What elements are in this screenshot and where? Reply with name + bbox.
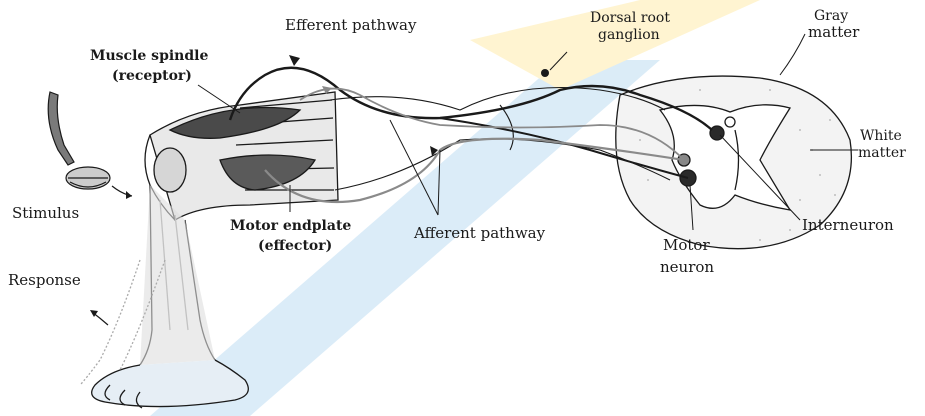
muscle-spindle-label-line2: (receptor) (112, 68, 192, 84)
dorsal-root-ganglion-label-line2: ganglion (598, 27, 660, 43)
gray-matter-label-line2: matter (808, 23, 860, 41)
white-matter-label-line2: matter (858, 145, 906, 161)
motor-endplate-label-line2: (effector) (258, 238, 332, 254)
motor-endplate-label-line1: Motor endplate (230, 218, 351, 234)
efferent-pathway-label: Efferent pathway (285, 16, 417, 34)
interneuron-cell (710, 126, 724, 140)
dorsal-root-ganglion (541, 69, 549, 77)
gray-matter-label-line1: Gray (814, 8, 848, 24)
reflex-hammer-icon (48, 92, 110, 189)
motor-neuron-label-line2: neuron (660, 258, 714, 276)
muscle-spindle-label-line1: Muscle spindle (90, 48, 208, 64)
motor-neuron-label-line1: Motor (663, 236, 710, 254)
interneuron-label: Interneuron (802, 216, 894, 234)
afferent-pathway-label: Afferent pathway (413, 224, 546, 242)
stimulus-label: Stimulus (12, 204, 79, 222)
dorsal-root-ganglion-label-line1: Dorsal root (590, 10, 670, 26)
response-label: Response (8, 271, 81, 289)
white-matter-label-line1: White (860, 128, 902, 144)
